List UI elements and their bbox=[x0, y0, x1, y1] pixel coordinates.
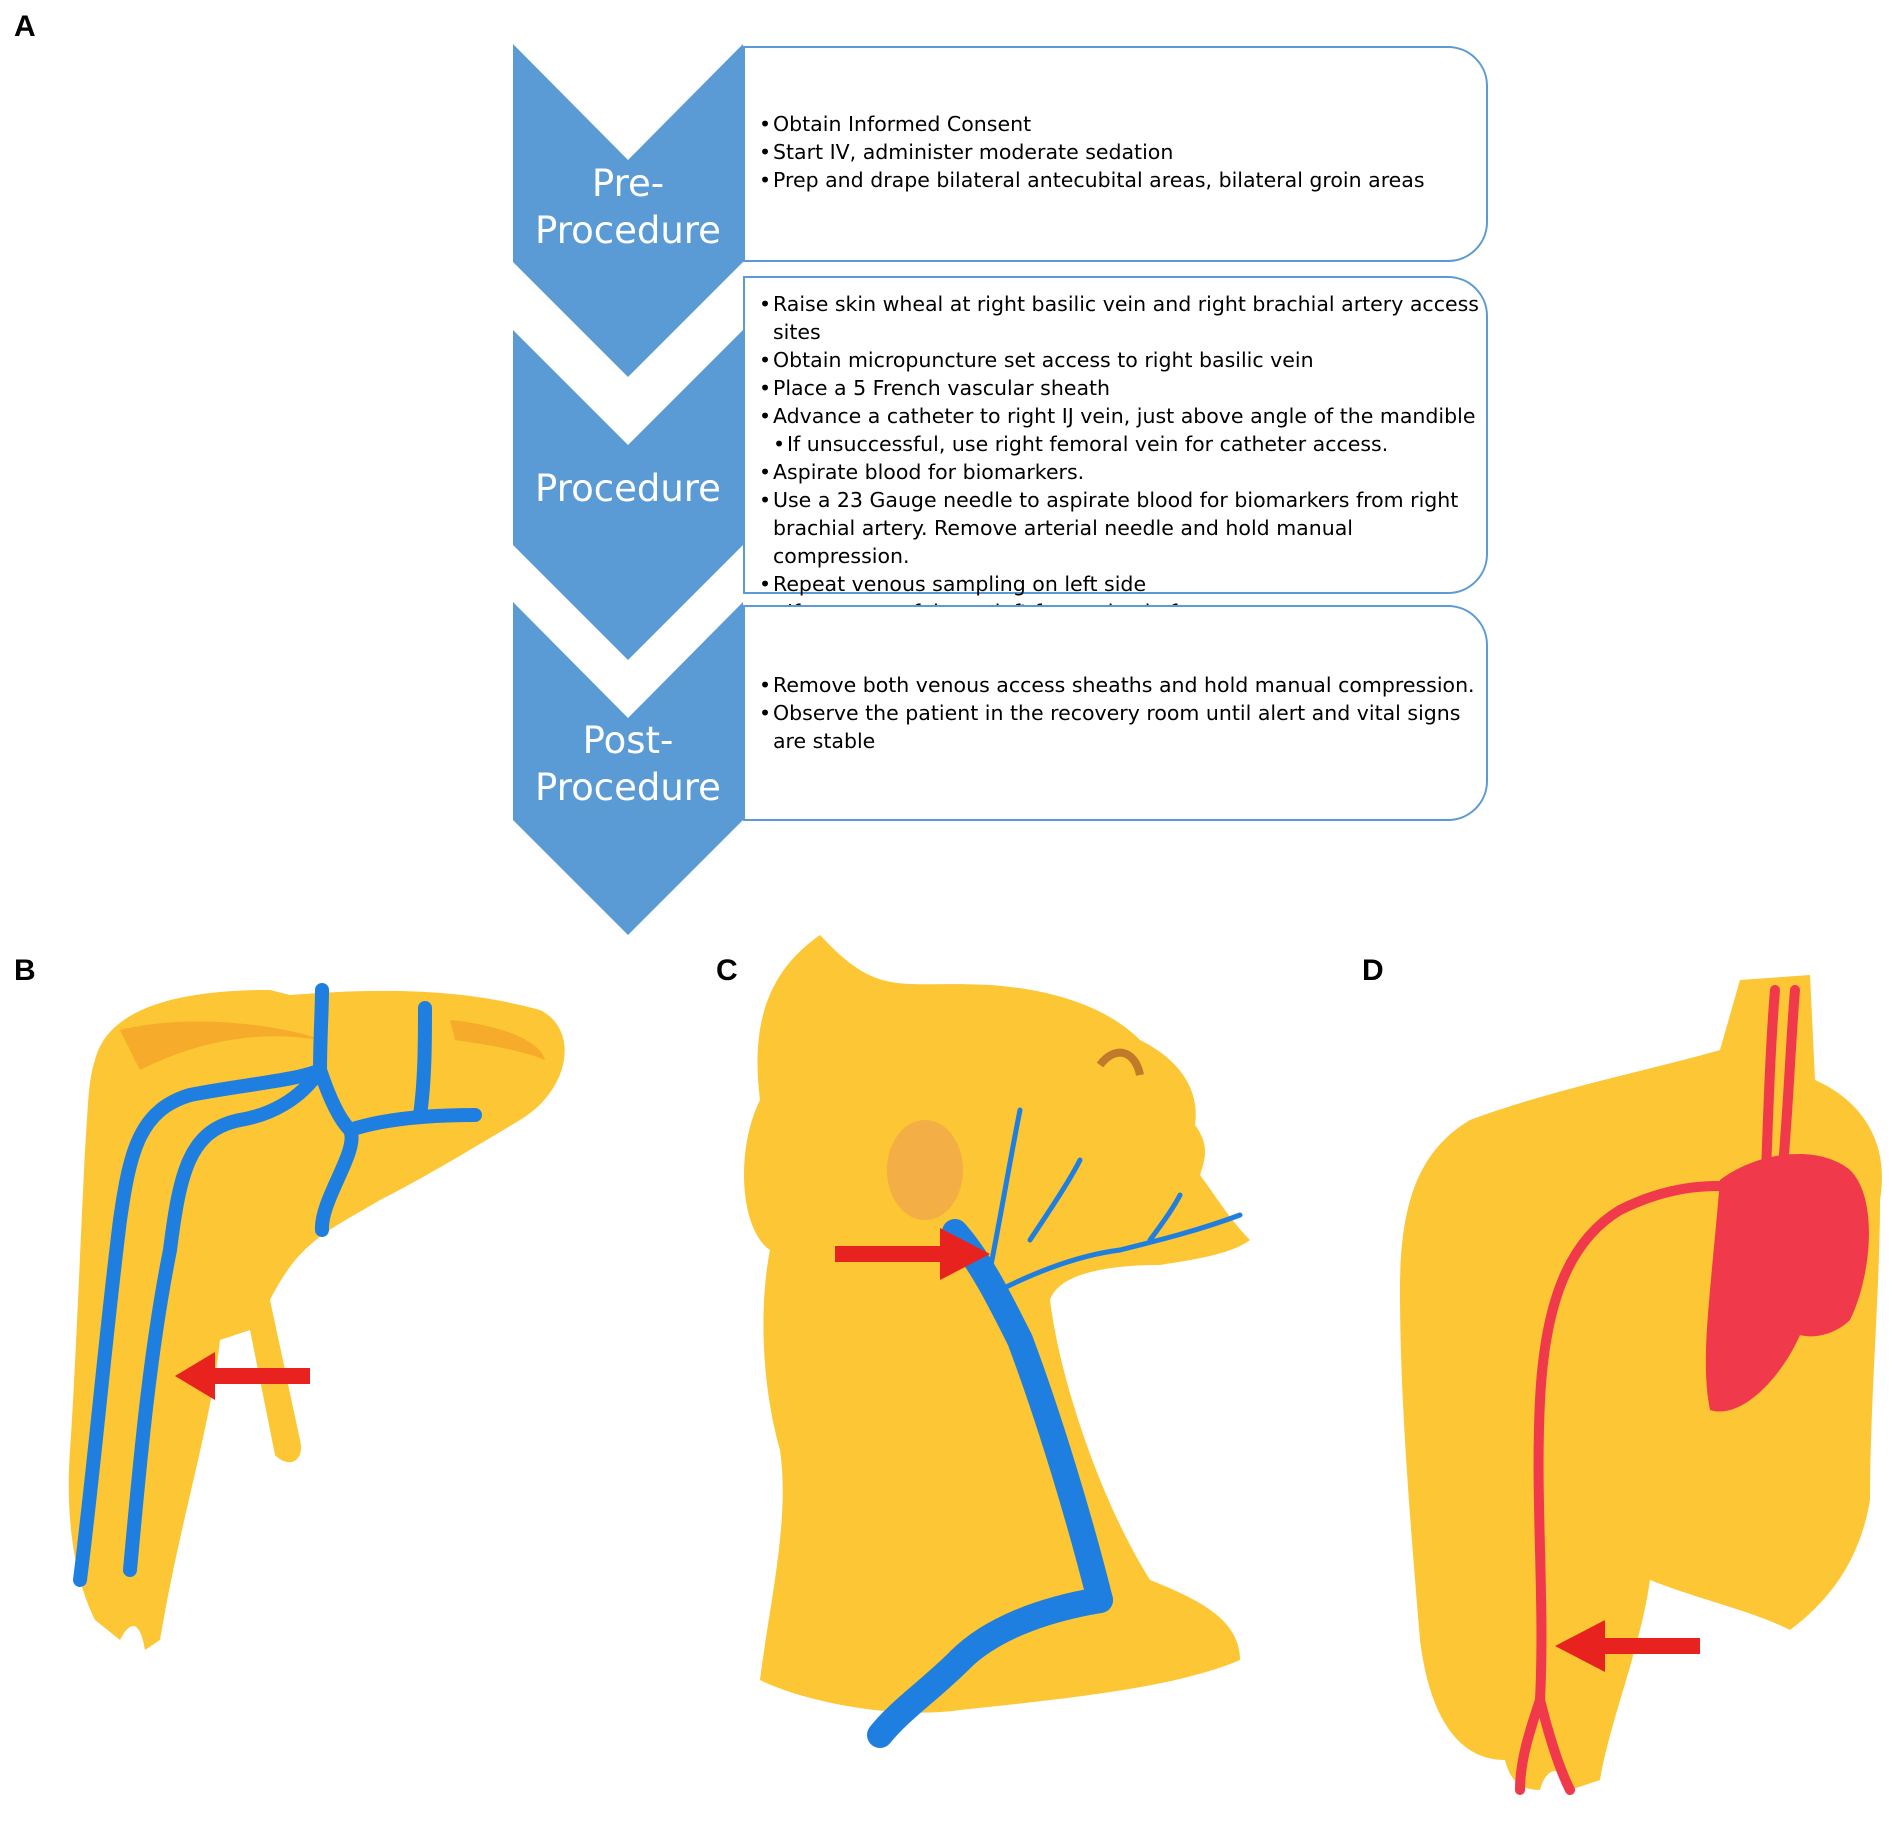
step-item: Start IV, administer moderate sedation bbox=[759, 138, 1486, 166]
skin-arm-d bbox=[1400, 975, 1882, 1790]
chevron-pre-procedure bbox=[513, 44, 743, 377]
panel-label-b: B bbox=[14, 954, 36, 987]
stage-list-post: Remove both venous access sheaths and ho… bbox=[745, 671, 1486, 755]
skin-head-c bbox=[743, 935, 1250, 1713]
step-item: Obtain Informed Consent bbox=[759, 110, 1486, 138]
stage-label-post: Post-Procedure bbox=[535, 719, 721, 809]
red-arrow-c bbox=[835, 1228, 990, 1280]
step-item: Observe the patient in the recovery room… bbox=[759, 699, 1486, 755]
stage-label-procedure: Procedure bbox=[535, 467, 721, 510]
panel-label-d: D bbox=[1362, 954, 1384, 987]
step-item: Raise skin wheal at right basilic vein a… bbox=[759, 290, 1486, 346]
step-item: Remove both venous access sheaths and ho… bbox=[759, 671, 1486, 699]
chevron-post-procedure bbox=[513, 602, 743, 935]
red-arrow-b bbox=[175, 1352, 310, 1400]
red-arrow-d bbox=[1555, 1620, 1700, 1672]
step-item: Repeat venous sampling on left side bbox=[759, 570, 1486, 598]
skin-shade-b bbox=[120, 1021, 320, 1070]
step-item: Prep and drape bilateral antecubital are… bbox=[759, 166, 1486, 194]
step-item: Advance a catheter to right IJ vein, jus… bbox=[759, 402, 1486, 430]
step-item: If unsuccessful, use right femoral vein … bbox=[773, 430, 1486, 458]
stage-box-procedure: Raise skin wheal at right basilic vein a… bbox=[743, 276, 1488, 626]
panel-label-c: C bbox=[716, 954, 738, 987]
step-item: Aspirate blood for biomarkers. bbox=[759, 458, 1486, 486]
stage-list-procedure: Raise skin wheal at right basilic vein a… bbox=[745, 290, 1486, 626]
aortic-arch-d bbox=[1705, 1153, 1869, 1412]
step-item: Obtain micropuncture set access to right… bbox=[759, 346, 1486, 374]
skin-arm-b bbox=[68, 990, 565, 1650]
procedure-chevrons bbox=[513, 44, 743, 935]
skin-shade-b2 bbox=[450, 1020, 545, 1060]
stage-box-pre: Obtain Informed ConsentStart IV, adminis… bbox=[743, 46, 1488, 262]
brachial-artery bbox=[1515, 985, 1800, 1795]
basilic-vein bbox=[73, 983, 482, 1587]
step-item: Place a 5 French vascular sheath bbox=[759, 374, 1486, 402]
eye-c bbox=[1096, 1048, 1144, 1077]
stage-label-pre: Pre-Procedure bbox=[535, 162, 721, 252]
ear-c bbox=[887, 1120, 963, 1220]
stage-box-post: Remove both venous access sheaths and ho… bbox=[743, 605, 1488, 821]
chevron-procedure bbox=[513, 330, 743, 660]
panel-label-a: A bbox=[14, 10, 36, 43]
stage-list-pre: Obtain Informed ConsentStart IV, adminis… bbox=[745, 110, 1486, 194]
step-item: Use a 23 Gauge needle to aspirate blood … bbox=[759, 486, 1486, 570]
internal-jugular-vein bbox=[867, 1107, 1243, 1748]
